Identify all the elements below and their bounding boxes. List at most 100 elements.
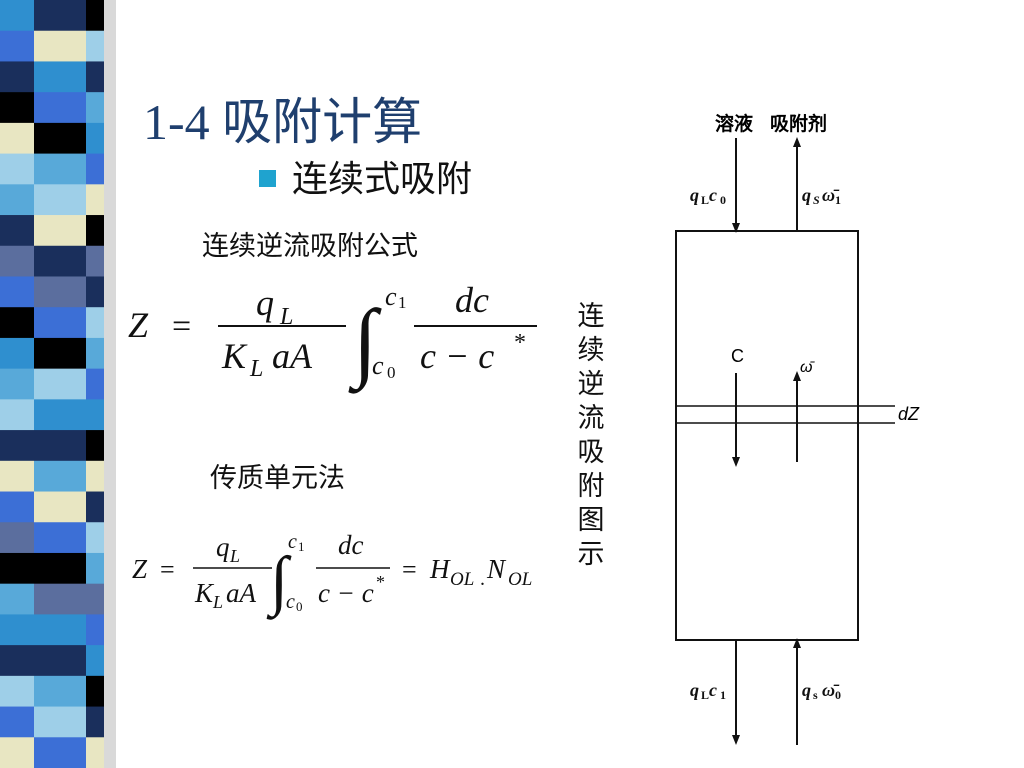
label-in-q: q	[690, 185, 699, 205]
label-in-bottom-w-sub: 0	[835, 688, 841, 702]
formula2-den-k-sub: L	[212, 592, 223, 612]
formula2-upper-sub: 1	[298, 539, 305, 554]
stripe-cell	[34, 675, 86, 708]
stripe-cell	[34, 706, 86, 738]
formula2-h: H	[429, 554, 451, 584]
formula-countercurrent: Z = q L K L aA ∫ c 1 c 0 dc c − c *	[128, 280, 537, 394]
stripe-cell	[0, 460, 34, 493]
formula1-lhs: Z	[128, 305, 149, 345]
stripe-cell	[34, 430, 86, 462]
stripe-cell	[86, 276, 104, 308]
stripe-cell	[34, 153, 86, 185]
caption-char: 流	[577, 403, 605, 434]
formula2-upper: c	[288, 531, 297, 553]
stripe-cell	[0, 706, 34, 738]
label-in-q-sub: L	[701, 193, 709, 207]
label-out-bottom-q-sub: L	[701, 688, 709, 702]
stripe-cell	[34, 215, 86, 247]
stripe-cell	[34, 552, 86, 585]
formula1-int-den: c − c	[420, 336, 494, 376]
label-out-q: q	[802, 185, 811, 205]
label-dz: dZ	[898, 404, 920, 424]
stripe-cell	[34, 337, 86, 370]
formula1-num-sub: L	[279, 304, 293, 330]
caption-char: 续	[577, 335, 605, 366]
formula2-num: q	[216, 532, 230, 562]
stripe-cell	[0, 61, 34, 93]
formula2-num-sub: L	[229, 546, 240, 566]
stripe-cell	[0, 430, 34, 462]
stripe-cell	[86, 0, 104, 32]
formula1-den-k-sub: L	[249, 356, 263, 382]
stripe-cell	[34, 614, 86, 646]
stripe-cell	[86, 460, 104, 493]
caption-char: 逆	[577, 369, 605, 400]
stripe-cell	[0, 337, 34, 370]
formula2-lower-sub: 0	[296, 599, 303, 614]
stripe-cell	[34, 368, 86, 400]
stripe-cell	[86, 399, 104, 431]
formula2-int-num: dc	[338, 530, 364, 560]
column-body	[675, 230, 859, 641]
stripe-cell	[34, 245, 86, 277]
stripe-cell	[34, 583, 86, 615]
stripe-shadow	[104, 0, 116, 768]
stripe-cell	[86, 215, 104, 247]
stripe-cell	[34, 0, 86, 32]
stripe-cell	[0, 645, 34, 677]
stripe-cell	[0, 92, 34, 124]
formula2-den-rest: aA	[226, 578, 257, 608]
stripe-cell	[86, 153, 104, 185]
stripe-cell	[0, 399, 34, 431]
label-in-bottom-q-sub: s	[813, 688, 818, 702]
stripe-cell	[34, 184, 86, 216]
formula2-rhs-equals: =	[402, 555, 417, 584]
stripe-cell	[0, 0, 34, 32]
stripe-cell	[0, 583, 34, 615]
vertical-caption: 连 续 逆 流 吸 附 图 示	[571, 300, 611, 572]
stripe-cell	[0, 368, 34, 400]
formula2-dot: .	[480, 568, 485, 590]
slide-title: 1-4 吸附计算	[143, 94, 423, 150]
stripe-cell	[0, 153, 34, 185]
formula2-integral-sign: ∫	[266, 544, 292, 620]
formula1-lower: c	[372, 351, 384, 380]
stripe-cell	[86, 645, 104, 677]
stripe-cell	[34, 30, 86, 62]
stripe-cell	[86, 30, 104, 62]
label-adsorbent: 吸附剂	[770, 112, 827, 135]
stripe-cell	[86, 92, 104, 124]
stripe-cell	[34, 460, 86, 493]
caption-char: 图	[577, 505, 605, 536]
adsorption-column-diagram: 溶液 吸附剂 dZ q L c 0 q S ω̄ 1 C ω̄ q L c 1 …	[675, 112, 920, 745]
stripe-cell	[86, 583, 104, 615]
stripe-cell	[86, 737, 104, 768]
formula1-upper: c	[385, 282, 397, 311]
label-mid-c: C	[731, 346, 744, 366]
stripe-cell	[86, 522, 104, 554]
formula-transfer-unit: Z = q L K L aA ∫ c 1 c 0 dc c − c * = H …	[132, 530, 532, 620]
stripe-cell	[86, 706, 104, 738]
label-in-c-sub: 0	[720, 193, 726, 207]
formula1-lower-sub: 0	[387, 363, 396, 382]
stripe-cell	[86, 245, 104, 277]
formula1-equals: =	[172, 308, 191, 345]
stripe-cell	[34, 61, 86, 93]
formula2-equals: =	[160, 555, 175, 584]
formula2-lower: c	[286, 591, 295, 613]
stripe-cell	[34, 491, 86, 523]
formula2-n: N	[486, 554, 507, 584]
formula1-label: 连续逆流吸附公式	[202, 231, 418, 262]
stripe-cell	[0, 522, 34, 554]
stripe-cell	[86, 61, 104, 93]
stripe-cell	[0, 276, 34, 308]
stripe-cell	[0, 215, 34, 247]
stripe-cell	[0, 307, 34, 339]
stripe-cell	[86, 122, 104, 155]
label-mid-w: ω̄	[800, 359, 815, 376]
stripe-cell	[86, 337, 104, 370]
formula1-den-rest: aA	[272, 336, 313, 376]
label-in-bottom-q: q	[802, 680, 811, 700]
stripe-cell	[86, 368, 104, 400]
label-out-w-sub: 1	[835, 193, 841, 207]
